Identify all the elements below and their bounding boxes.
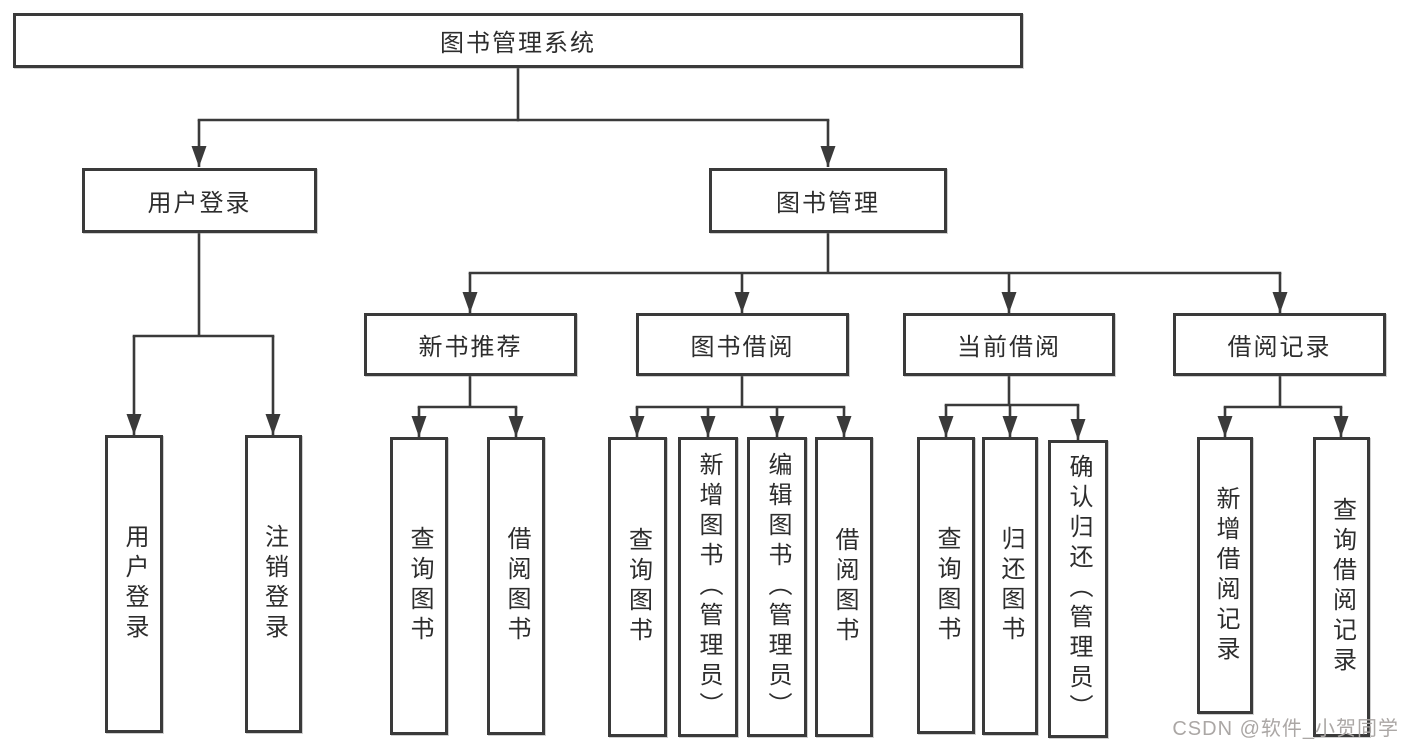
- leaf-return-books-label: 归还图书: [997, 526, 1024, 646]
- node-borrowing-records: 借阅记录: [1173, 313, 1386, 376]
- leaf-borrow-books-recommend-label: 借阅图书: [503, 526, 530, 646]
- leaf-query-books-recommend: 查询图书: [390, 437, 448, 735]
- leaf-add-book-admin-label: 新增图书（管理员）: [695, 452, 722, 722]
- node-book-borrowing-label: 图书借阅: [690, 334, 795, 361]
- leaf-query-borrow-record: 查询借阅记录: [1313, 437, 1370, 737]
- leaf-query-books-recommend-label: 查询图书: [406, 526, 433, 646]
- node-current-borrowing: 当前借阅: [903, 313, 1115, 376]
- node-book-management-label: 图书管理: [776, 190, 880, 217]
- node-current-borrowing-label: 当前借阅: [957, 334, 1061, 361]
- node-user-login-label: 用户登录: [147, 190, 252, 217]
- leaf-logout-label: 注销登录: [260, 524, 288, 644]
- leaf-add-borrow-record: 新增借阅记录: [1197, 437, 1253, 714]
- node-borrowing-records-label: 借阅记录: [1227, 334, 1332, 361]
- node-new-book-recommendation: 新书推荐: [364, 313, 577, 376]
- leaf-borrow-books-recommend: 借阅图书: [487, 437, 545, 735]
- node-library-system-label: 图书管理系统: [440, 30, 596, 57]
- node-user-login: 用户登录: [82, 168, 317, 233]
- leaf-add-borrow-record-label: 新增借阅记录: [1212, 485, 1239, 666]
- node-book-borrowing: 图书借阅: [636, 313, 849, 376]
- leaf-query-books-current: 查询图书: [917, 437, 975, 734]
- node-book-management: 图书管理: [709, 168, 947, 233]
- leaf-borrow-books: 借阅图书: [815, 437, 873, 737]
- leaf-edit-book-admin: 编辑图书（管理员）: [747, 437, 807, 737]
- csdn-watermark: CSDN @软件_小贺同学: [1172, 718, 1399, 740]
- leaf-query-books-borrow-label: 查询图书: [624, 527, 652, 647]
- leaf-logout: 注销登录: [245, 435, 302, 733]
- leaf-confirm-return-admin-label: 确认归还（管理员）: [1065, 454, 1092, 724]
- leaf-confirm-return-admin: 确认归还（管理员）: [1048, 440, 1108, 738]
- leaf-return-books: 归还图书: [982, 437, 1038, 735]
- node-new-book-recommendation-label: 新书推荐: [418, 334, 523, 361]
- leaf-user-login: 用户登录: [105, 435, 163, 733]
- leaf-query-books-borrow: 查询图书: [608, 437, 667, 737]
- leaf-add-book-admin: 新增图书（管理员）: [678, 437, 738, 737]
- leaf-query-books-current-label: 查询图书: [933, 525, 960, 646]
- leaf-edit-book-admin-label: 编辑图书（管理员）: [764, 452, 791, 722]
- leaf-user-login-label: 用户登录: [121, 524, 148, 644]
- node-library-system: 图书管理系统: [13, 13, 1023, 68]
- leaf-borrow-books-label: 借阅图书: [831, 527, 858, 647]
- leaf-query-borrow-record-label: 查询借阅记录: [1328, 497, 1356, 677]
